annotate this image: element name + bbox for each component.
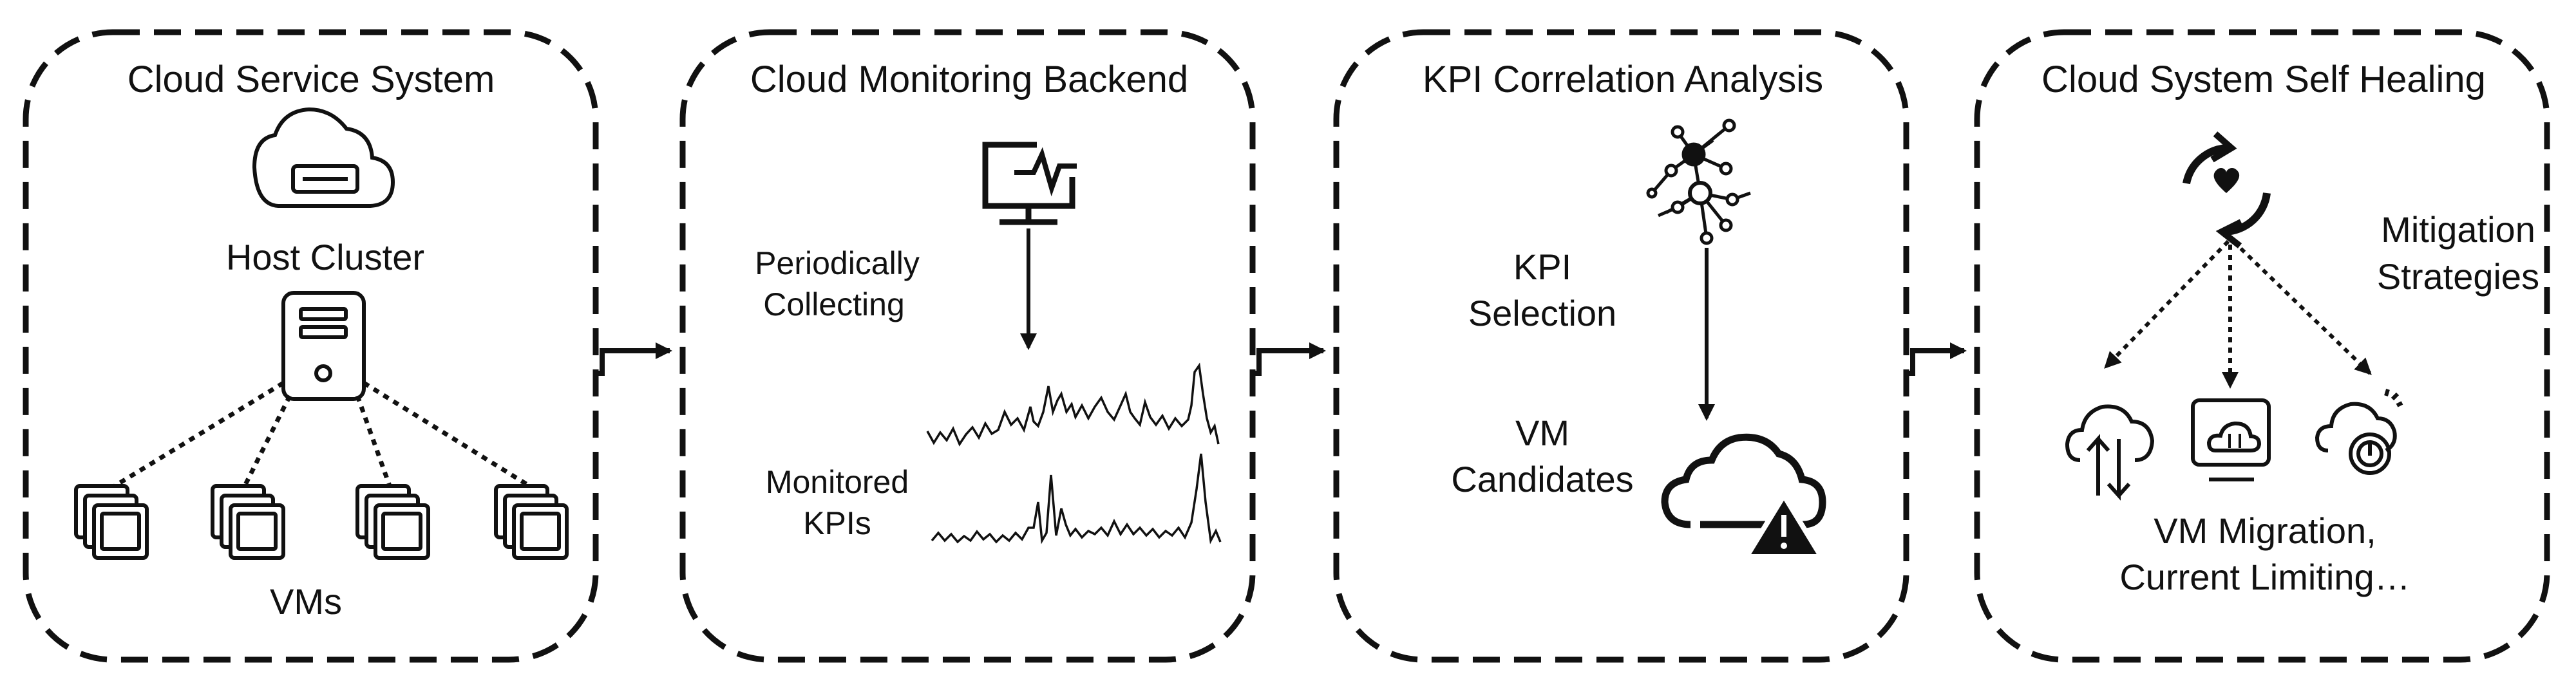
panel-1-title: Cloud Service System <box>127 59 495 100</box>
selection-label-line2: Selection <box>1468 293 1617 333</box>
kpi-timeseries-line <box>926 362 1222 544</box>
collect-label-line1: Periodically <box>755 245 920 281</box>
panel-frame-4 <box>1974 29 2550 663</box>
strategy-label-line1: Mitigation <box>2381 209 2535 250</box>
collect-label-line2: Collecting <box>763 286 905 322</box>
arrow-2-to-3 <box>1253 342 1326 376</box>
strategy-label-line2: Strategies <box>2376 256 2540 297</box>
cloud-warning-icon <box>1661 433 1826 559</box>
vm-stack-icon <box>74 484 569 560</box>
candidates-label-line2: Candidates <box>1451 459 1634 499</box>
vm-connection-lines <box>108 381 536 491</box>
panel-3-title: KPI Correlation Analysis <box>1422 59 1824 100</box>
cloud-power-icon <box>2315 389 2403 475</box>
panel-frame-2 <box>679 29 1256 663</box>
cloud-server-icon <box>252 107 395 208</box>
cloud-migrate-icon <box>2065 404 2155 501</box>
actions-label-line2: Current Limiting… <box>2119 557 2410 597</box>
mitigation-arrows <box>2104 239 2372 389</box>
kpi-label-line2: KPIs <box>803 505 871 541</box>
candidates-label-line1: VM <box>1515 413 1569 453</box>
panel-2-title: Cloud Monitoring Backend <box>750 59 1189 100</box>
kpi-label-line1: Monitored <box>765 464 909 500</box>
arrow-1-to-2 <box>596 342 672 376</box>
heal-cycle-icon <box>2183 131 2271 248</box>
arrow-3-to-4 <box>1906 342 1967 376</box>
panel-4-title: Cloud System Self Healing <box>2041 59 2486 100</box>
actions-label-line1: VM Migration, <box>2154 510 2376 551</box>
monitor-cloud-icon <box>2191 398 2271 481</box>
vms-label: VMs <box>270 581 342 622</box>
selection-label-line1: KPI <box>1513 246 1572 287</box>
monitor-pulse-icon <box>982 142 1077 225</box>
host-cluster-label: Host Cluster <box>225 237 425 277</box>
server-tower-icon <box>281 291 366 401</box>
panel-frame-3 <box>1333 29 1909 663</box>
panel-frame-1 <box>23 29 599 663</box>
network-graph-icon <box>1646 118 1751 245</box>
